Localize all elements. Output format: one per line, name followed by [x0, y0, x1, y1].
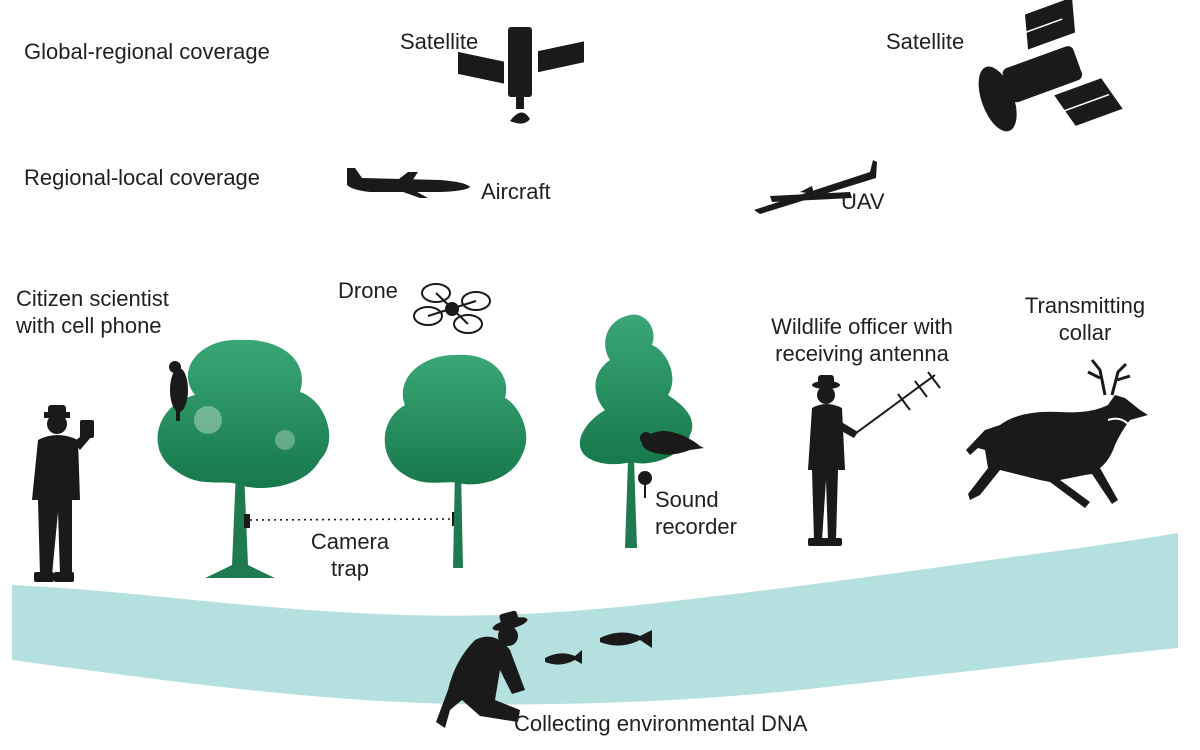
label-drone: Drone: [338, 278, 398, 303]
label-sound-recorder: Sound recorder: [655, 486, 737, 540]
fish-icon: [600, 630, 652, 648]
label-collar-line-2: collar: [1058, 320, 1112, 345]
deer-icon: [966, 359, 1148, 508]
tree-icon: [579, 314, 693, 548]
tree-icon: [157, 339, 330, 578]
label-sound-line-1: Sound: [655, 487, 719, 512]
antenna-icon: [851, 371, 941, 437]
label-citizen-line-1: Citizen scientist: [16, 286, 169, 311]
label-collar-line-1: Transmitting: [1024, 293, 1146, 318]
label-satellite-1: Satellite: [400, 29, 479, 54]
person-icon: [436, 610, 528, 728]
tier-label-regional: Regional-local coverage: [24, 165, 261, 190]
label-camera-line-2: trap: [331, 556, 369, 581]
person-icon: [32, 405, 94, 582]
label-citizen-line-2: with cell phone: [16, 313, 162, 338]
satellite-icon: [457, 27, 585, 124]
camera-trap: [244, 512, 458, 528]
tier-label-global: Global-regional coverage: [24, 39, 270, 64]
fish-icon: [545, 650, 582, 665]
uav-icon: [754, 160, 877, 214]
label-citizen-scientist: Citizen scientist with cell phone: [16, 285, 169, 339]
bird-icon: [640, 431, 704, 455]
label-satellite-2: Satellite: [886, 29, 965, 54]
label-uav: UAV: [841, 189, 885, 214]
hawk-icon: [169, 361, 188, 421]
label-officer-line-1: Wildlife officer with: [771, 314, 953, 339]
aircraft-icon: [347, 168, 470, 198]
label-officer-line-2: receiving antenna: [775, 341, 949, 366]
water-band: [12, 533, 1178, 705]
tree-icon: [384, 354, 527, 568]
label-camera-trap: Camera trap: [305, 528, 395, 582]
label-environmental-dna: Collecting environmental DNA: [514, 711, 808, 736]
label-sound-line-2: recorder: [655, 514, 737, 539]
drone-icon: [413, 283, 491, 334]
label-camera-line-1: Camera: [310, 529, 390, 554]
satellite-icon: [978, 0, 1123, 132]
sound-recorder-icon: [638, 471, 652, 498]
label-aircraft: Aircraft: [481, 179, 551, 204]
label-transmitting-collar: Transmitting collar: [1005, 292, 1165, 346]
person-icon: [808, 375, 858, 546]
label-wildlife-officer: Wildlife officer with receiving antenna: [752, 313, 972, 367]
